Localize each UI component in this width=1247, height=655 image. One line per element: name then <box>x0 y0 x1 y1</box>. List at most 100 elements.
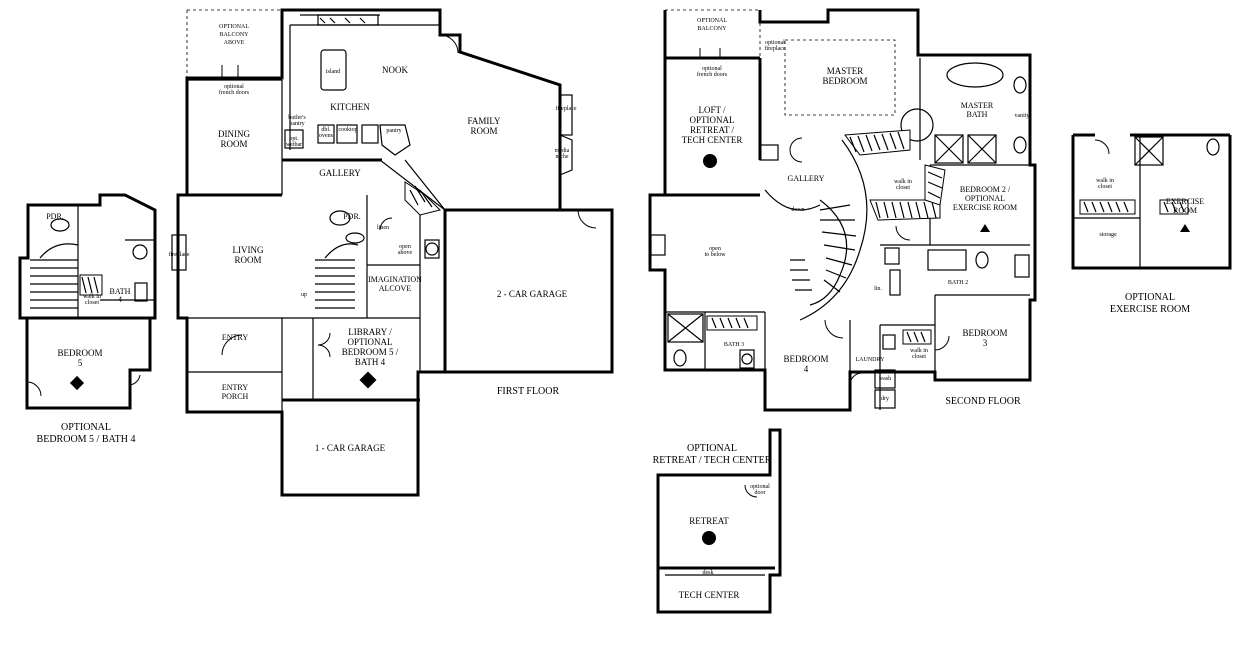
retreat-caption-line1: OPTIONAL <box>687 443 737 454</box>
sf-open-below-line1: open <box>709 246 721 252</box>
sf-bedroom2-line1: BEDROOM 2 / <box>960 185 1011 194</box>
sf-loft-line2: OPTIONAL <box>690 115 735 125</box>
exercise-caption-line1: OPTIONAL <box>1125 292 1175 303</box>
ff-library-line4: BATH 4 <box>355 357 386 367</box>
exercise-room-line2: ROOM <box>1173 206 1197 215</box>
sf-b3-closet-line1: walk in <box>910 348 928 354</box>
ff-nook-label: NOOK <box>382 65 408 75</box>
opt-b5-bath4-line1: BATH <box>110 287 131 296</box>
ff-wetbar-line1: opt. <box>289 136 299 142</box>
opt-b5-caption-line1: OPTIONAL <box>61 422 111 433</box>
sf-gallery-label: GALLERY <box>788 174 825 183</box>
ff-two-car-garage-label: 2 - CAR GARAGE <box>497 289 568 299</box>
sf-bedroom4-line1: BEDROOM <box>783 354 828 364</box>
ff-family-line1: FAMILY <box>468 116 501 126</box>
opt-b5-bath4-line2: 4 <box>118 295 122 304</box>
bedroom5-marker-icon <box>69 375 85 391</box>
sf-master-bedroom-line1: MASTER <box>827 66 864 76</box>
sf-down-label: down <box>791 207 804 213</box>
ff-pdr-label: PDR. <box>343 212 361 221</box>
sf-fireplace-line1: optional <box>765 40 785 46</box>
ff-balcony-line1: OPTIONAL <box>219 24 249 30</box>
sf-bedroom3-line1: BEDROOM <box>962 328 1007 338</box>
sf-loft-line4: TECH CENTER <box>682 135 743 145</box>
ff-up-label: up <box>301 292 307 298</box>
ff-kitchen-label: KITCHEN <box>330 102 370 112</box>
retreat-label: RETREAT <box>689 516 729 526</box>
exercise-closet-line1: walk in <box>1096 178 1114 184</box>
library-marker-icon <box>359 371 377 389</box>
loft-marker-icon <box>703 154 717 168</box>
retreat-marker-icon <box>702 531 716 545</box>
retreat-caption-line2: RETREAT / TECH CENTER <box>653 455 772 466</box>
sf-wash-label: wash <box>879 376 891 382</box>
ff-dining-line1: DINING <box>218 129 250 139</box>
ff-imagination-line2: ALCOVE <box>379 284 412 293</box>
opt-b5-closet-line2: closet <box>85 300 99 306</box>
ff-cooktop-label: cooktop <box>338 127 357 133</box>
exercise-room-line1: EXERCISE <box>1166 197 1204 206</box>
ff-porch-line2: PORCH <box>222 392 249 401</box>
sf-open-below-line2: to below <box>705 252 726 258</box>
sf-b3-closet-line2: closet <box>912 354 926 360</box>
ff-pantry-label: pantry <box>386 128 401 134</box>
ff-butlers-line2: pantry <box>289 121 304 127</box>
second-floor-caption: SECOND FLOOR <box>945 396 1021 407</box>
sf-bath3-label: BATH 3 <box>724 342 744 348</box>
ff-ovens-line2: ovens <box>319 133 334 139</box>
ff-porch-line1: ENTRY <box>222 383 248 392</box>
ff-wetbar-label: opt.wetbar <box>286 136 302 148</box>
ff-linen-label: linen <box>377 225 389 231</box>
tech-center-label: TECH CENTER <box>679 590 740 600</box>
sf-loft-line1: LOFT / <box>698 105 726 115</box>
ff-media-line1: media <box>555 148 570 154</box>
ff-french-doors-line2: french doors <box>219 89 250 96</box>
ff-entry-label: ENTRY <box>222 333 248 342</box>
retreat-desk-label: desk <box>703 570 714 576</box>
sf-master-bath-line2: BATH <box>967 110 988 119</box>
ff-balcony-line3: ABOVE <box>224 40 245 46</box>
ff-ovens-line1: dbl. <box>321 127 331 133</box>
ff-media-line2: niche <box>556 154 569 160</box>
sf-laundry-label: LAUNDRY <box>855 357 885 363</box>
first-floor-caption: FIRST FLOOR <box>497 386 560 397</box>
ff-dining-line2: ROOM <box>220 139 247 149</box>
ff-library-line2: OPTIONAL <box>348 337 393 347</box>
opt-b5-caption-line2: BEDROOM 5 / BATH 4 <box>37 434 136 445</box>
sf-master-closet-line1: walk in <box>894 179 912 185</box>
sf-bedroom3-line2: 3 <box>983 338 988 348</box>
ff-fireplace-living-label: fireplace <box>169 251 190 258</box>
retreat-door-line2: door <box>755 490 766 496</box>
ff-library-line1: LIBRARY / <box>348 327 392 337</box>
ff-library-line3: BEDROOM 5 / <box>342 347 399 357</box>
sf-loft-line3: RETREAT / <box>690 125 735 135</box>
retreat-door-line1: optional <box>750 484 770 490</box>
ff-living-line1: LIVING <box>233 245 264 255</box>
exercise-closet-line2: closet <box>1098 184 1112 190</box>
sf-french-doors-line2: french doors <box>697 71 728 78</box>
sf-master-closet-line2: closet <box>896 185 910 191</box>
ff-living-line2: ROOM <box>234 255 261 265</box>
ff-open-above-line2: above <box>398 250 413 256</box>
